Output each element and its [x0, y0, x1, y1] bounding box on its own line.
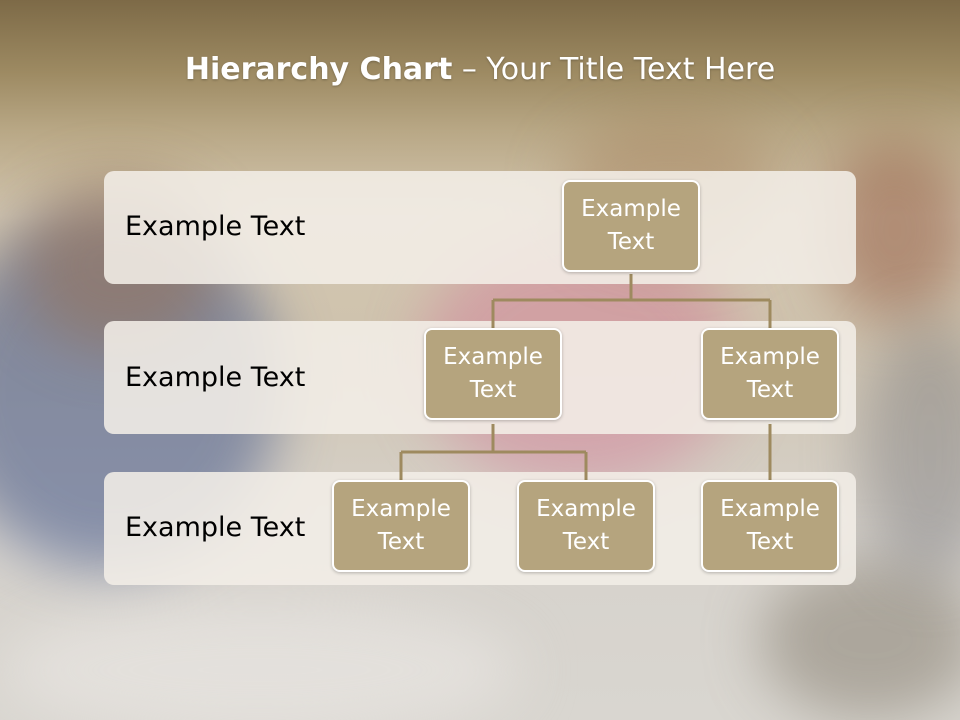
- node-level3-c[interactable]: Example Text: [701, 480, 839, 572]
- node-level2-right[interactable]: Example Text: [701, 328, 839, 420]
- level-band-1: [104, 171, 856, 284]
- node-level3-b-text: Example Text: [536, 496, 636, 555]
- title-bold: Hierarchy Chart: [184, 52, 453, 87]
- level-label-3: Example Text: [125, 512, 306, 543]
- node-level2-right-text: Example Text: [720, 344, 820, 403]
- level-label-2: Example Text: [125, 362, 306, 393]
- node-level3-c-text: Example Text: [720, 496, 820, 555]
- node-level3-b[interactable]: Example Text: [517, 480, 655, 572]
- node-level2-left[interactable]: Example Text: [424, 328, 562, 420]
- slide-title: Hierarchy Chart – Your Title Text Here: [0, 52, 960, 87]
- node-level2-left-text: Example Text: [443, 344, 543, 403]
- node-level3-a[interactable]: Example Text: [332, 480, 470, 572]
- node-level3-a-text: Example Text: [351, 496, 451, 555]
- node-root-text: Example Text: [581, 196, 681, 255]
- node-root[interactable]: Example Text: [562, 180, 700, 272]
- title-rest: – Your Title Text Here: [452, 52, 776, 87]
- connector-left-to-level3: [399, 424, 588, 480]
- connector-root-to-level2: [491, 274, 772, 328]
- level-label-1: Example Text: [125, 211, 306, 242]
